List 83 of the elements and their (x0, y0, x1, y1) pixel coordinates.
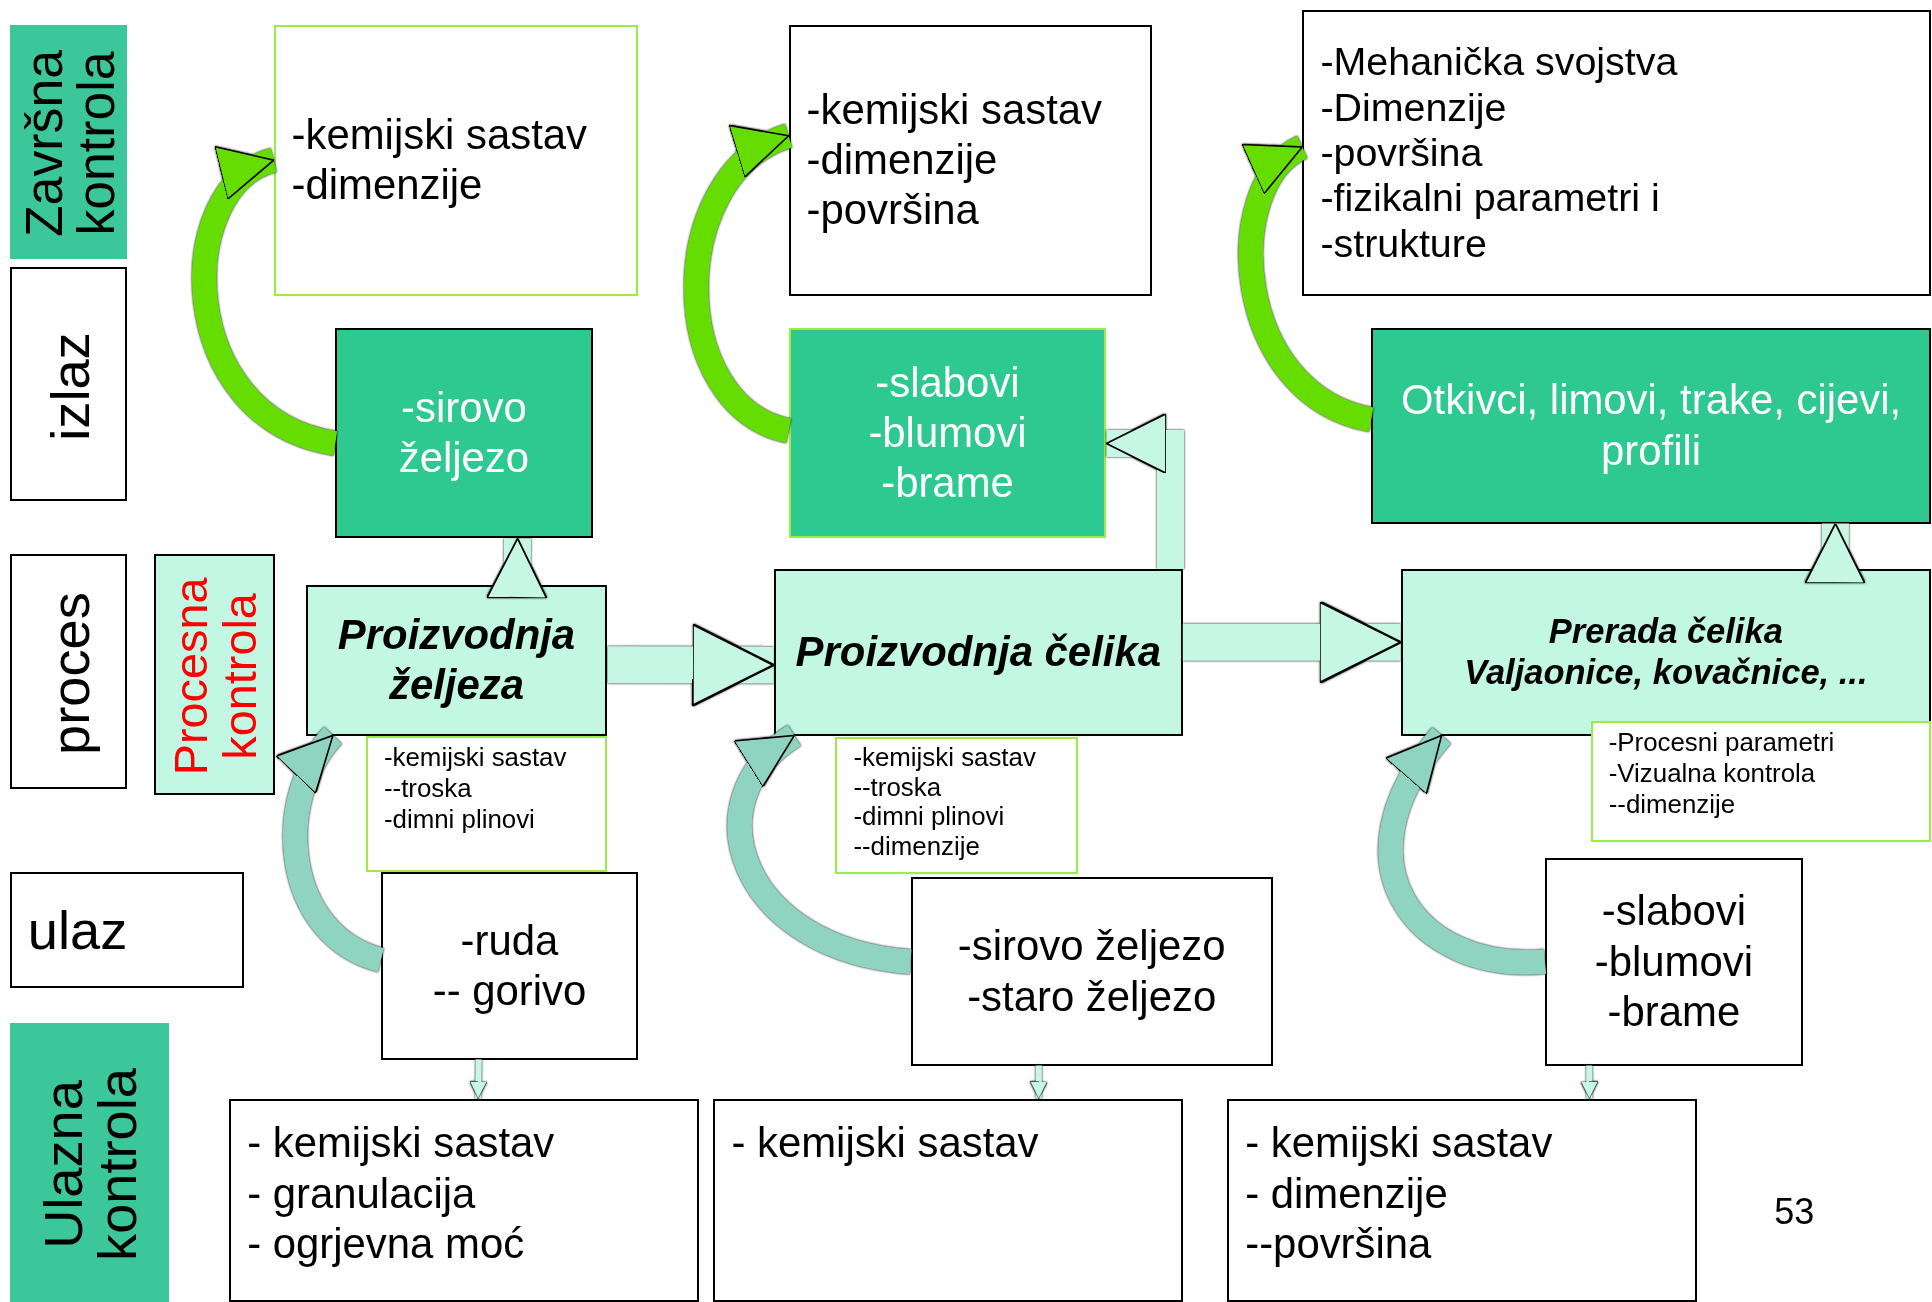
output-text: -sirovo željezo (397, 382, 531, 484)
list-item: -dimenzije (806, 135, 998, 186)
list-item: -kemijski sastav (383, 741, 567, 773)
list-item: --površina (1245, 1218, 1432, 1269)
stage-label-panel (9, 872, 244, 989)
list-item: -površina (1320, 130, 1483, 176)
stage-label-panel (9, 1022, 169, 1302)
list-item: - ogrjevna moć (247, 1218, 525, 1269)
process-control-box (835, 736, 1079, 874)
list-item: --dimenzije (1608, 788, 1736, 820)
process-title: Valjaonice, kovačnice, ... (1464, 652, 1868, 694)
input-box (910, 877, 1273, 1066)
stage-label: proces (38, 592, 101, 755)
list-item: --troska (853, 772, 942, 803)
stage-label: Ulazna kontrola (37, 1067, 146, 1263)
list-item: - kemijski sastav (247, 1118, 555, 1169)
block-arrow (486, 537, 548, 600)
list-item: -ruda (460, 915, 559, 966)
stage-label-panel (154, 554, 275, 795)
curved-arrow (1378, 727, 1546, 975)
process-control-box (365, 735, 608, 873)
stage-label: Završna kontrola (18, 49, 123, 240)
final-control-box (788, 24, 1153, 296)
output-text: Otkivci, limovi, trake, cijevi, profili (1399, 375, 1903, 476)
curved-arrow (727, 725, 913, 975)
input-control-box (713, 1099, 1183, 1302)
list-item: - dimenzije (1245, 1168, 1448, 1219)
final-control-box (273, 24, 639, 296)
output-box (788, 327, 1107, 539)
list-item: -dimni plinovi (853, 802, 1005, 833)
process-box (773, 569, 1183, 736)
list-item: -dimni plinovi (383, 803, 535, 835)
list-item: -brame (1607, 986, 1741, 1037)
arrow (1580, 1065, 1599, 1099)
list-item: -strukture (1320, 220, 1487, 267)
output-box (335, 327, 593, 539)
block-arrow (1182, 600, 1403, 685)
input-box (380, 872, 639, 1060)
list-item: -površina (806, 185, 979, 236)
page-number: 53 (1774, 1190, 1815, 1235)
list-item: -dimenzije (291, 160, 483, 211)
list-item: -Dimenzije (1320, 84, 1507, 131)
list-item: -slabovi (1601, 886, 1746, 937)
list-item: -Procesni parametri (1608, 726, 1835, 758)
list-item: -Mehanička svojstva (1320, 39, 1678, 85)
output-text: -slabovi (875, 357, 1020, 408)
process-title: Prerada čelika (1548, 611, 1783, 652)
list-item: -Vizualna kontrola (1608, 757, 1816, 789)
block-arrow (1804, 522, 1866, 585)
stage-label-panel (9, 24, 127, 259)
process-title: Proizvodnja željeza (336, 610, 577, 711)
output-text: -brame (881, 458, 1014, 509)
output-box (1371, 327, 1931, 524)
list-item: --dimenzije (853, 832, 980, 862)
arrow (1029, 1065, 1048, 1099)
process-title: Proizvodnja čelika (795, 627, 1161, 678)
stage-label-panel (9, 267, 127, 502)
list-item: -kemijski sastav (806, 84, 1103, 135)
list-item: -staro željezo (967, 971, 1217, 1022)
block-arrow (607, 623, 776, 707)
block-arrow (1105, 412, 1185, 570)
stage-label-panel (9, 554, 127, 789)
input-control-box (1227, 1099, 1697, 1302)
stage-label: ulaz (27, 898, 128, 962)
list-item: -fizikalni parametri i (1320, 175, 1660, 221)
input-control-box (229, 1099, 699, 1302)
list-item: -blumovi (1594, 936, 1753, 987)
final-control-box (1302, 9, 1931, 296)
list-item: -sirovo željezo (957, 921, 1226, 972)
list-item: -kemijski sastav (291, 109, 588, 160)
stage-label: izlaz (38, 332, 101, 441)
list-item: - granulacija (247, 1168, 476, 1219)
arrow (469, 1059, 488, 1099)
output-text: -blumovi (868, 407, 1027, 458)
process-box (305, 585, 608, 736)
list-item: -kemijski sastav (853, 742, 1036, 773)
list-item: -- gorivo (432, 966, 587, 1016)
list-item: --troska (383, 772, 472, 804)
stage-label: Procesna kontrola (167, 576, 266, 778)
process-control-box (1590, 720, 1931, 842)
list-item: - kemijski sastav (1245, 1118, 1553, 1169)
input-box (1545, 857, 1803, 1066)
list-item: - kemijski sastav (731, 1118, 1039, 1169)
